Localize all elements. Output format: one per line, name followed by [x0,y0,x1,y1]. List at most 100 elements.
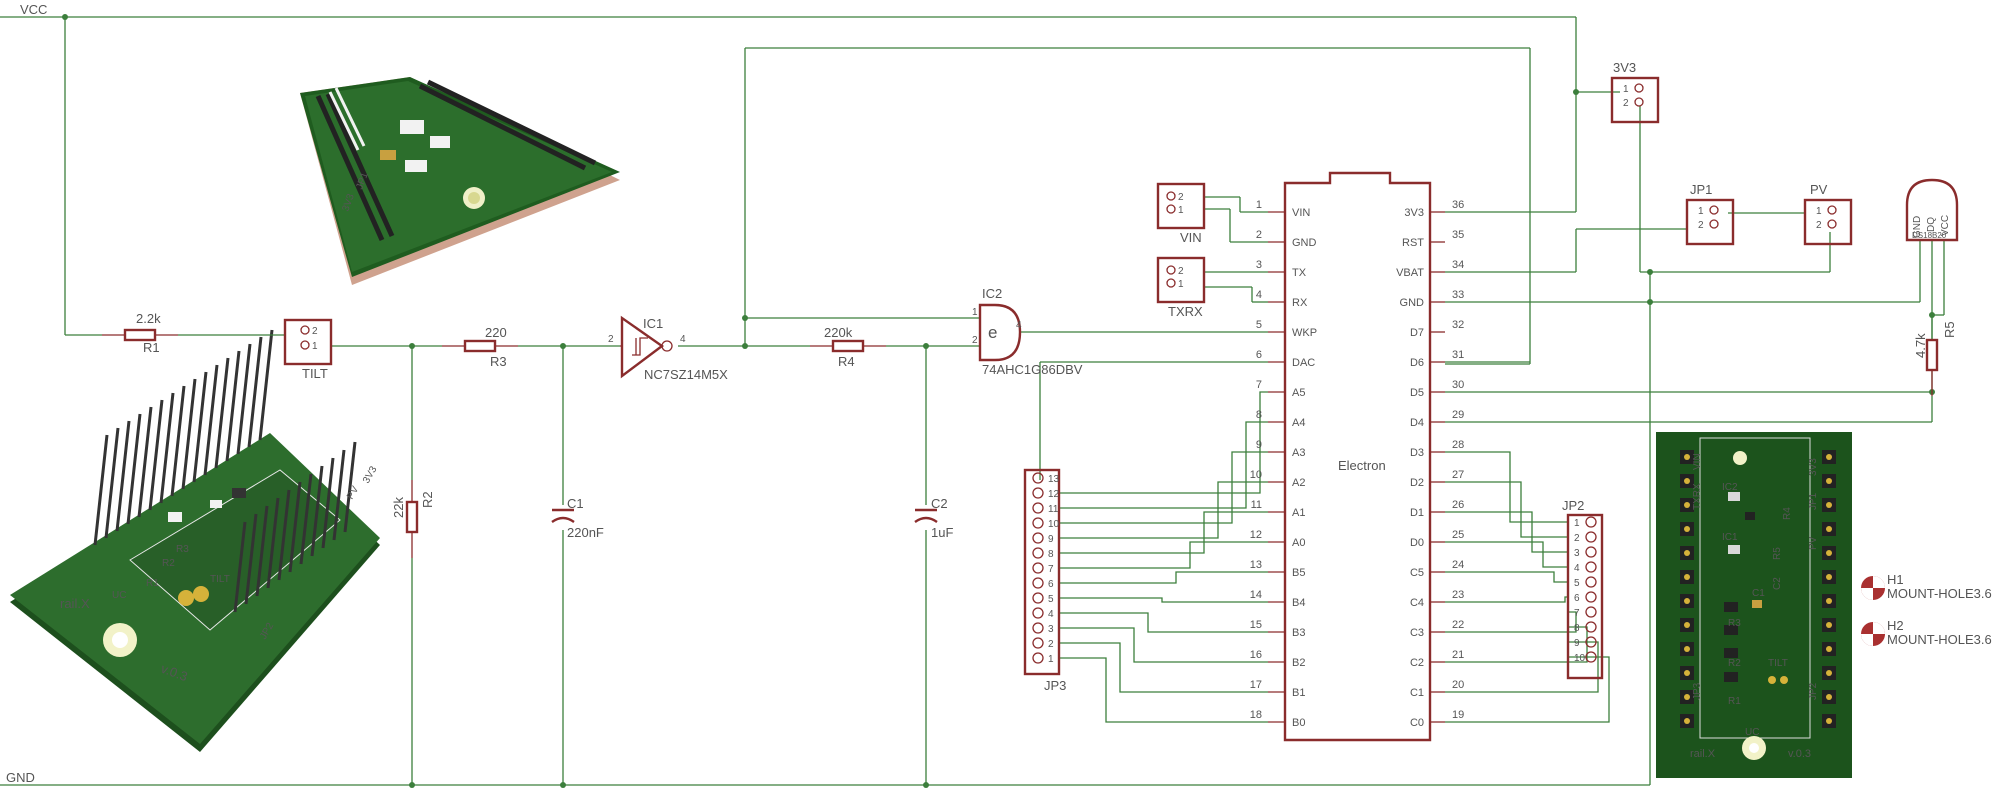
render-right-brand: rail.X [1690,748,1716,760]
jp3-name: JP3 [1044,678,1066,693]
electron-pin-name-right: RST [1402,237,1424,249]
resistor-r1[interactable]: 2.2k R1 [102,311,178,355]
r2-name: R2 [420,491,435,508]
r5-value: 4.7k [1913,333,1928,358]
ic2-symbol: e [988,323,997,342]
electron-pin-name-right: D7 [1410,327,1424,339]
net-label-vcc: VCC [20,2,47,17]
electron-pin-name-right: 3V3 [1404,207,1424,219]
ic1-schmitt-inverter[interactable]: 2 4 IC1 NC7SZ14M5X [608,315,728,382]
resistor-r5[interactable]: 4.7k R5 [1913,321,1957,396]
render-right-silk-r5: R5 [1772,547,1783,560]
vin-pin1: 1 [1178,205,1184,216]
3v3-name: 3V3 [1613,60,1636,75]
jp3-pin-num: 9 [1048,534,1054,545]
jp2-pin [1585,591,1597,603]
electron-pin-num-right: 34 [1452,259,1464,271]
render-right-silk-tilt: TILT [1768,658,1788,669]
txrx-pin1: 1 [1178,279,1184,290]
jp3-pin [1032,487,1044,499]
render-right-silk-r1: R1 [1728,696,1741,707]
jp2-pin-num: 9 [1574,638,1580,649]
jp2-pin [1585,546,1597,558]
electron-pin-name-right: D5 [1410,387,1424,399]
electron-pin-name-left: TX [1292,267,1307,279]
c1-name: C1 [567,496,584,511]
jp2-name: JP2 [1562,498,1584,513]
txrx-name: TXRX [1168,304,1203,319]
resistor-r3[interactable]: 220 R3 [442,325,518,369]
electron-pin-name-left: B2 [1292,657,1305,669]
h2-value: MOUNT-HOLE3.6 [1887,632,1992,647]
c1-value: 220nF [567,525,604,540]
electron-pin-num-right: 23 [1452,589,1464,601]
jp3-pin-num: 12 [1048,489,1060,500]
sensor-ds18b20[interactable]: GND DQ VCC DS18B20 [1905,178,1959,242]
electron-pin-num-left: 7 [1256,379,1262,391]
jp2-pin-num: 3 [1574,548,1580,559]
mount-hole-h1[interactable]: H1 MOUNT-HOLE3.6 [1861,572,1992,601]
wires [0,16,1945,786]
electron-pin-name-left: A3 [1292,447,1305,459]
jp3-pin [1032,532,1044,544]
connector-jp1[interactable]: 1 2 JP1 [1685,182,1735,246]
ds-name: DS18B20 [1912,231,1947,240]
jp2-pin-num: 5 [1574,578,1580,589]
electron-pin-num-left: 14 [1250,589,1262,601]
connector-vin[interactable]: 2 1 VIN [1156,182,1206,245]
electron-pin-num-right: 26 [1452,499,1464,511]
electron-module[interactable]: Electron 1VIN2GND3TX4RX5WKP6DAC7A58A49A3… [1250,171,1465,742]
jp2-pin-num: 10 [1574,653,1586,664]
tilt-name: TILT [302,366,328,381]
render-bl-silk-uc: UC [112,590,126,601]
electron-pin-num-left: 11 [1251,499,1262,511]
tilt-pin2: 2 [312,326,318,337]
jp3-pin [1032,592,1044,604]
txrx-pin2: 2 [1178,266,1184,277]
electron-pin-name-left: B1 [1292,687,1305,699]
resistor-r2[interactable]: 22k R2 [391,480,435,558]
electron-pin-name-right: VBAT [1396,267,1424,279]
capacitor-c2[interactable]: C2 1uF [914,496,953,540]
render-right-silk-jp1: JP1 [1808,492,1819,510]
junctions [62,14,1935,788]
render-bl-silk-r3: R3 [176,544,189,555]
3v3-pin1: 1 [1623,84,1629,95]
jp2-pin-num: 2 [1574,533,1580,544]
electron-pin-name-right: D3 [1410,447,1424,459]
render-right-header-pins [1680,450,1836,728]
resistor-r4[interactable]: 220k R4 [810,325,886,369]
connector-pv[interactable]: 1 2 PV [1803,182,1853,246]
render-bl-silk-r1: R1 [146,578,159,589]
electron-pin-num-left: 15 [1250,619,1262,631]
connector-txrx[interactable]: 2 1 TXRX [1156,256,1206,319]
electron-pin-name-right: C2 [1410,657,1424,669]
electron-pin-num-left: 4 [1256,289,1262,301]
electron-pin-name-left: B4 [1292,597,1305,609]
mount-hole-h2[interactable]: H2 MOUNT-HOLE3.6 [1861,618,1992,647]
jp1-pin2: 2 [1698,220,1704,231]
jp3-pin [1032,562,1044,574]
connector-tilt[interactable]: 2 1 TILT [283,318,333,381]
electron-pin-name-left: RX [1292,297,1308,309]
electron-pin-name-left: VIN [1292,207,1310,219]
electron-pin-num-right: 33 [1452,289,1464,301]
jp3-pin-num: 7 [1048,564,1054,575]
electron-pin-name-right: GND [1400,297,1425,309]
jp2-pin [1585,606,1597,618]
pcb-render-right: rail.X v.0.3 VIN 3V3 TXRX JP1 PV IC2 IC1… [1656,432,1852,778]
pv-pin1: 1 [1816,206,1822,217]
electron-pin-name-right: D0 [1410,537,1424,549]
ds-dq: DQ [1926,217,1937,232]
jp3-pin [1032,577,1044,589]
connector-3v3[interactable]: 1 2 3V3 [1610,60,1660,124]
electron-pin-name-left: A4 [1292,417,1305,429]
capacitor-c1[interactable]: C1 220nF [551,496,604,540]
render-right-silk-jp2: JP2 [1808,682,1819,700]
render-right-silk-jp3: JP3 [1692,682,1703,700]
jp2-pin-num: 8 [1574,623,1580,634]
ic2-xor-gate[interactable]: e 1 2 4 IC2 74AHC1G86DBV [972,286,1083,377]
